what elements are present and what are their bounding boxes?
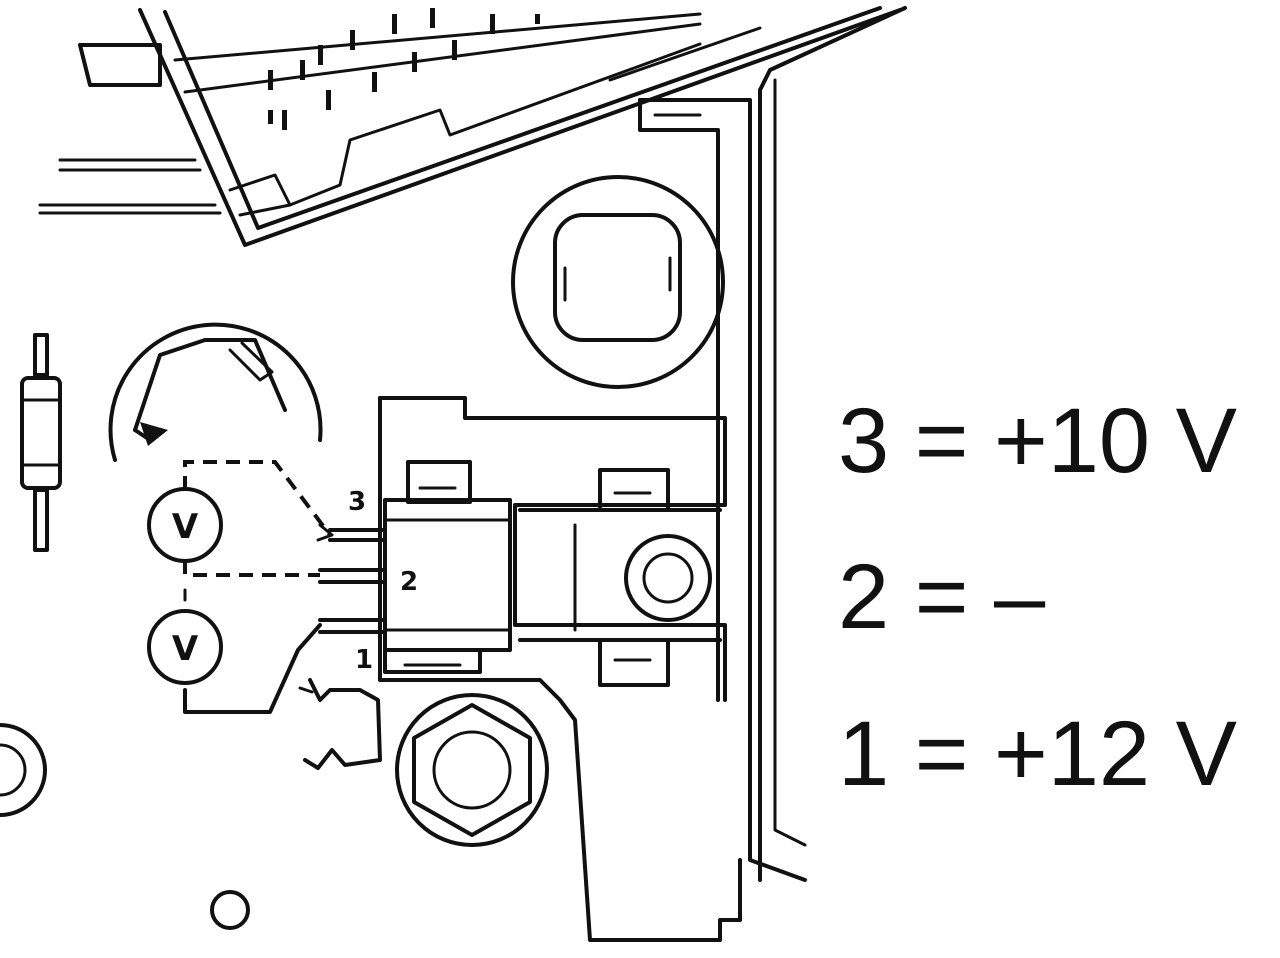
legend-line-pin-3: 3 = +10 V (838, 390, 1237, 492)
voltmeter-lower-symbol: V (172, 629, 199, 669)
frame-rail (638, 6, 907, 882)
rotate-arrow-icon (108, 322, 323, 462)
pin-label-2: 2 (400, 567, 418, 597)
voltmeter-upper-symbol: V (172, 507, 199, 547)
meter-leads (183, 460, 334, 714)
regulator-pins (318, 528, 387, 634)
grommet (511, 175, 725, 389)
top-panel (38, 6, 902, 247)
pin-label-1: 1 (355, 645, 373, 675)
probe-clip (298, 678, 382, 770)
legend-line-pin-1: 1 = +12 V (838, 703, 1237, 805)
washer (210, 890, 250, 930)
fuse (20, 333, 62, 552)
voltmeter-lower: V (147, 609, 223, 685)
pin-label-3: 3 (348, 487, 366, 517)
pin-voltage-legend: 3 = +10 V 2 = – 1 = +12 V (838, 390, 1237, 805)
regulator-housing (378, 396, 742, 942)
edge-bolt (0, 723, 47, 817)
legend-line-pin-2: 2 = – (838, 546, 1046, 648)
voltmeter-upper: V (147, 487, 223, 563)
